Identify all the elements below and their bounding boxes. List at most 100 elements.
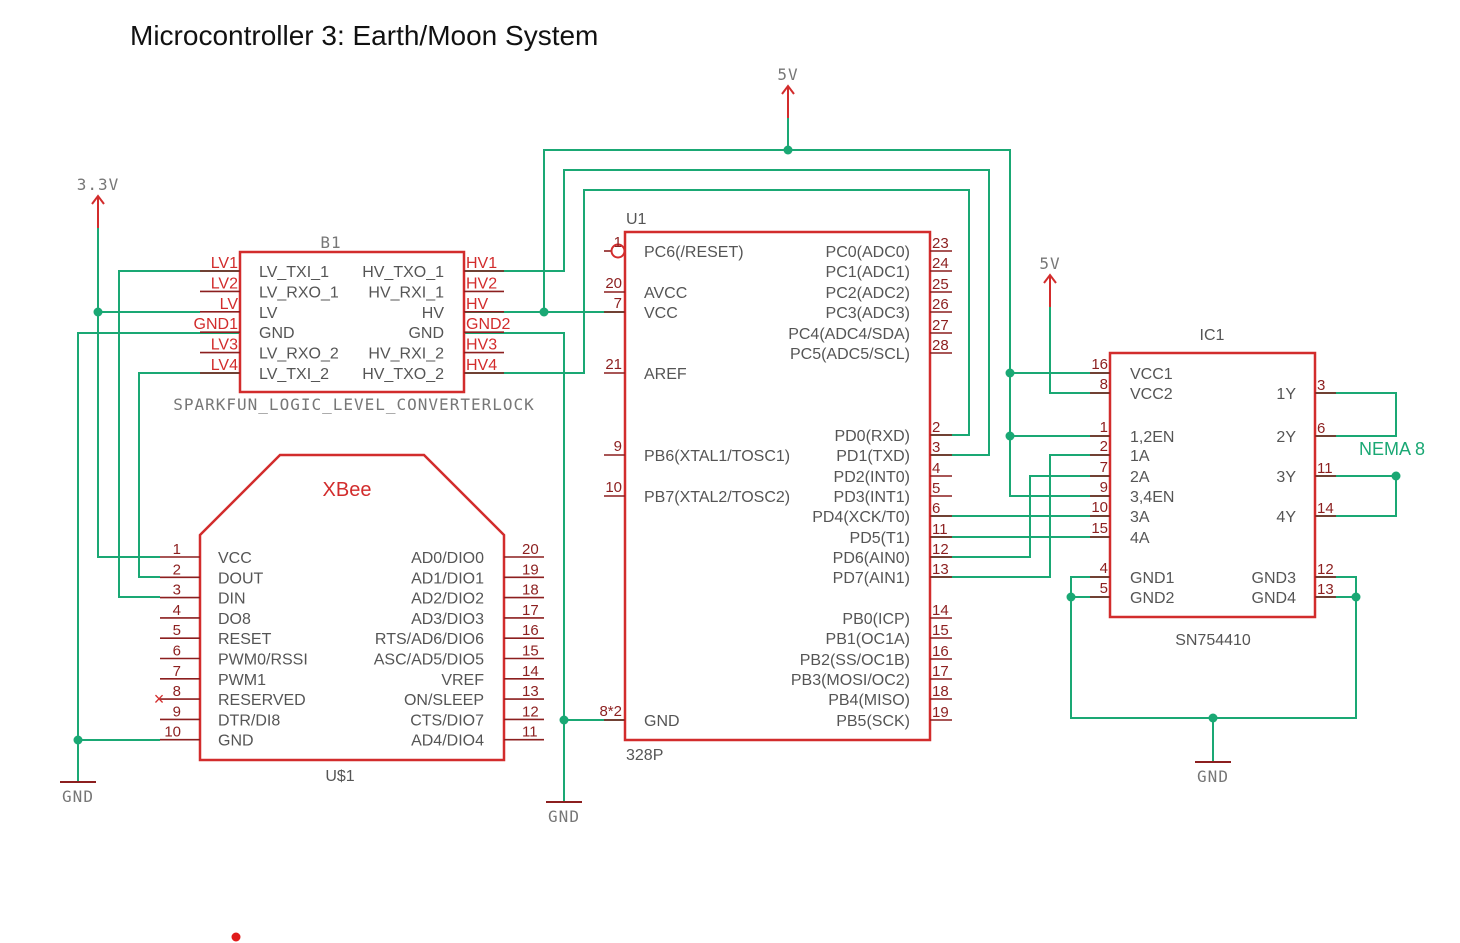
xbee-right-pin-num: 16	[522, 622, 539, 639]
b1-left-pin-label: LV3	[211, 337, 238, 354]
b1-inner-left-label: LV_RXO_2	[259, 346, 339, 363]
xbee-left-label: PWM0/RSSI	[218, 652, 308, 669]
u1-value: 328P	[626, 747, 663, 764]
ic1-right-label: GND4	[1252, 590, 1297, 607]
u1-right-label: PB3(MOSI/OC2)	[791, 672, 910, 689]
u1-left-label: PC6(/RESET)	[644, 244, 744, 261]
xbee-left-pin-num: 10	[164, 724, 181, 741]
u1-right-label: PB1(OC1A)	[826, 631, 910, 648]
u1-right-pin-num: 28	[932, 337, 949, 354]
wire-2a	[930, 475, 1110, 558]
b1-inner-left-label: LV	[259, 305, 278, 322]
junction-dot	[73, 735, 83, 745]
xbee-left-pin-num: 9	[173, 703, 181, 720]
u1-right-label: PB4(MISO)	[828, 692, 910, 709]
ic1-value: SN754410	[1175, 632, 1251, 649]
b1-inner-right-label: HV_RXI_2	[368, 346, 444, 363]
u1-right-pin-num: 26	[932, 296, 949, 313]
ic1-right-pin-num: 11	[1317, 460, 1333, 477]
ic1-left-pin-num: 4	[1100, 560, 1108, 577]
stray-marker-dot	[231, 932, 241, 942]
xbee-right-label: ASC/AD5/DIO5	[374, 652, 484, 669]
xbee-right-pin-num: 20	[522, 541, 539, 558]
xbee-right-label: AD0/DIO0	[411, 550, 484, 567]
u1-right-label: PD3(INT1)	[834, 489, 910, 506]
xbee-right-label: AD4/DIO4	[411, 733, 484, 750]
xbee-left-label: RESET	[218, 631, 272, 648]
gnd-label: GND	[62, 787, 94, 806]
u1-right-pin-num: 16	[932, 643, 949, 660]
b1-inner-left-label: LV_RXO_1	[259, 284, 339, 301]
u1-right-label: PB0(ICP)	[842, 611, 910, 628]
u1-right-label: PC3(ADC3)	[826, 305, 910, 322]
u1-left-pin-num: 8*2	[599, 703, 622, 720]
ic1-left-label: GND2	[1130, 590, 1175, 607]
xbee-right-label: ON/SLEEP	[404, 692, 484, 709]
b1-right-pin-label: HV3	[466, 337, 497, 354]
junction-dot	[539, 307, 549, 317]
xbee-right-pin-num: 18	[522, 582, 539, 599]
wire-gnd2	[465, 332, 625, 721]
xbee-right-pin-num: 12	[522, 703, 539, 720]
u1-left-label: GND	[644, 713, 680, 730]
u1-left-label: PB6(XTAL1/TOSC1)	[644, 448, 790, 465]
xbee-left-pin-num: 3	[173, 582, 181, 599]
ic1-left-pin-num: 10	[1091, 499, 1108, 516]
b1-inner-right-label: HV_TXO_1	[362, 264, 444, 281]
u1-right-label: PD2(INT0)	[834, 469, 910, 486]
xbee-left-label: GND	[218, 733, 254, 750]
junction-dot	[1208, 713, 1218, 723]
xbee-right-pin-num: 19	[522, 561, 539, 578]
wire-lv4-dout	[138, 372, 240, 578]
u1-right-label: PC2(ADC2)	[826, 285, 910, 302]
b1-inner-right-label: HV_TXO_2	[362, 366, 444, 383]
ic1-left-label: VCC2	[1130, 386, 1173, 403]
u1-right-pin-num: 12	[932, 541, 949, 558]
b1-inner-right-label: HV_RXI_1	[368, 284, 444, 301]
ic1-right-label: 1Y	[1276, 386, 1296, 403]
ic1-left-label: GND1	[1130, 570, 1175, 587]
xbee-right-label: AD3/DIO3	[411, 611, 484, 628]
ic1-right-pin-num: 12	[1317, 561, 1334, 578]
u1-right-pin-num: 27	[932, 317, 949, 334]
junction-dot	[1391, 471, 1401, 481]
xbee-left-label: DIN	[218, 591, 246, 608]
u1-left-label: PB7(XTAL2/TOSC2)	[644, 489, 790, 506]
u1-left-pin-num: 20	[605, 275, 622, 292]
u1-right-pin-num: 15	[932, 622, 949, 639]
xbee-left-pin-num: 5	[173, 622, 181, 639]
diagram-title: Microcontroller 3: Earth/Moon System	[130, 20, 599, 51]
u1-right-pin-num: 18	[932, 683, 949, 700]
u1-left-pin-num: 7	[614, 295, 622, 312]
b1-left-pin-label: LV2	[211, 275, 238, 292]
b1-right-pin-label: HV2	[466, 275, 497, 292]
gnd-label: GND	[548, 807, 580, 826]
ic1-ref: IC1	[1200, 327, 1225, 344]
label-layer: B1SPARKFUN_LOGIC_LEVEL_CONVERTERLOCKLV1L…	[62, 65, 1425, 826]
ic1-right-pin-num: 13	[1317, 581, 1334, 598]
xbee-left-label: VCC	[218, 550, 252, 567]
xbee-left-label: PWM1	[218, 672, 266, 689]
u1-right-label: PD1(TXD)	[836, 448, 910, 465]
wire-coil-b	[1315, 475, 1397, 517]
xbee-right-label: AD2/DIO2	[411, 591, 484, 608]
ic1-right-pin-num: 6	[1317, 420, 1325, 437]
u1-right-label: PC1(ADC1)	[826, 264, 910, 281]
xbee-right-pin-num: 11	[522, 724, 538, 741]
b1-right-pin-label: GND2	[466, 316, 511, 333]
xbee-left-pin-num: 4	[173, 602, 181, 619]
wire-1a	[930, 454, 1110, 578]
u1-right-pin-num: 17	[932, 663, 949, 680]
junction-dot	[1066, 592, 1076, 602]
ic1-right-label: GND3	[1252, 570, 1297, 587]
xbee-right-pin-num: 17	[522, 602, 539, 619]
xbee-right-pin-num: 13	[522, 683, 539, 700]
junction-dot	[559, 715, 569, 725]
b1-inner-left-label: LV_TXI_2	[259, 366, 329, 383]
xbee-right-label: CTS/DIO7	[410, 712, 484, 729]
u1-right-pin-num: 5	[932, 480, 940, 497]
wire-gnd1	[77, 332, 240, 760]
u1-right-pin-num: 23	[932, 235, 949, 252]
motor-label: NEMA 8	[1359, 439, 1425, 459]
ic1-left-pin-num: 9	[1100, 479, 1108, 496]
